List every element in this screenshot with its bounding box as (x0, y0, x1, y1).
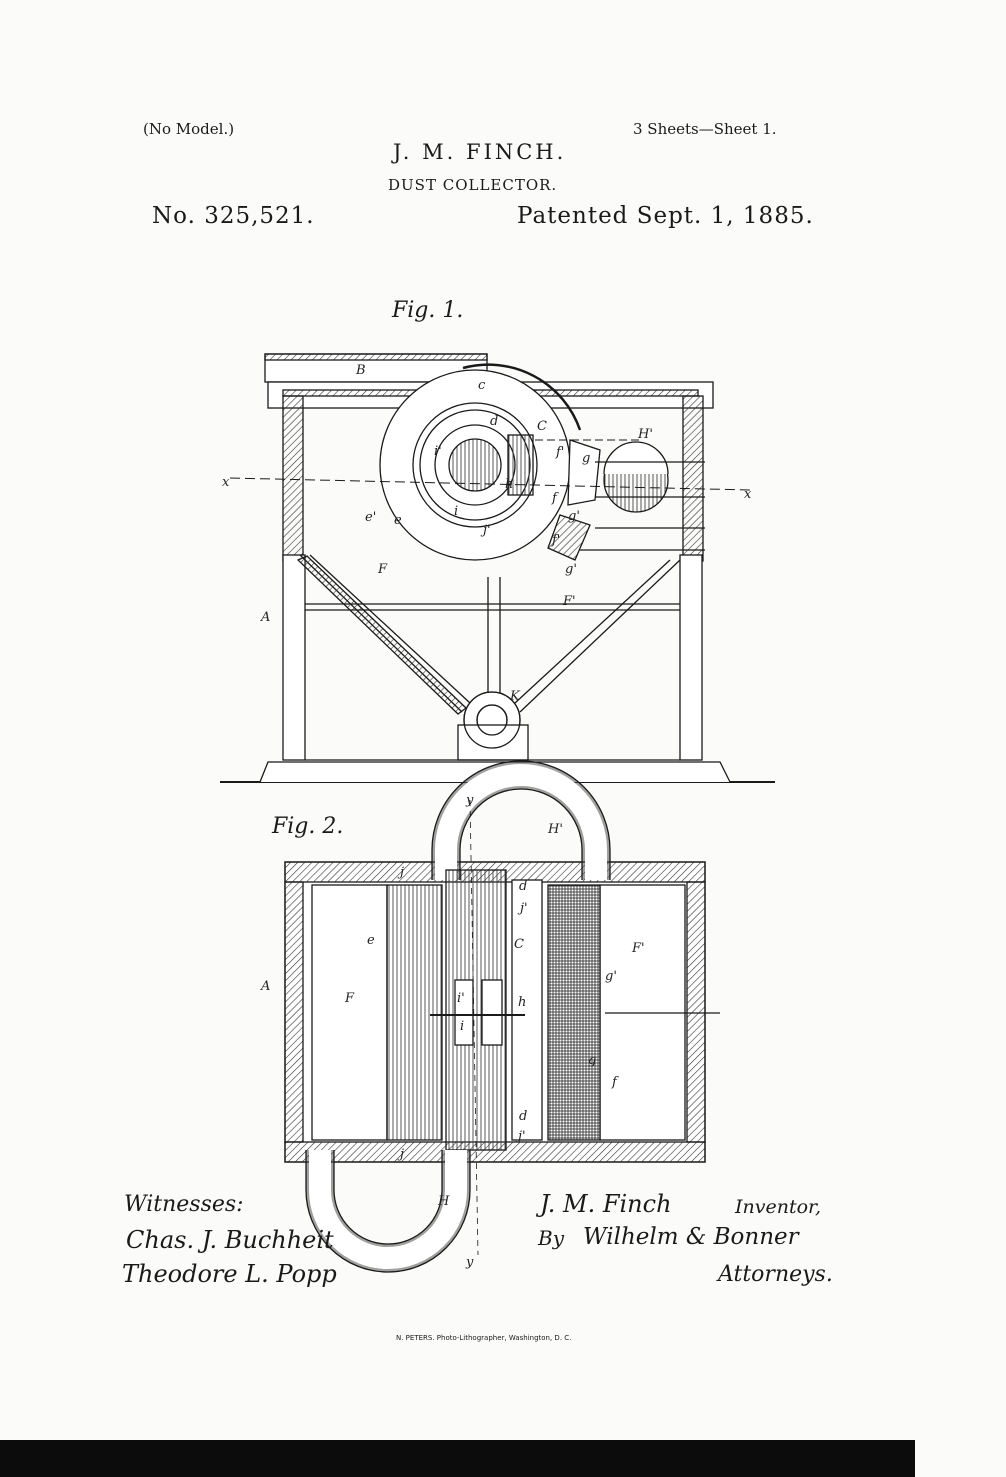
callout-j-bottom: j (397, 1147, 404, 1162)
callout-i-prime-2: i' (457, 991, 465, 1006)
witness-signature-2: Theodore L. Popp (122, 1260, 337, 1288)
callout-g-prime-3: g' (605, 969, 617, 984)
figure-2-callouts: y H' j d j' e C F' g' A F i' h i g f d j… (260, 793, 645, 1270)
figure-1-label: Fig. 1. (392, 298, 464, 323)
callout-A: A (260, 610, 270, 625)
callout-d-top: d (519, 879, 527, 894)
callout-y-bottom: y (465, 1255, 474, 1270)
scan-edge-bar (0, 1440, 915, 1477)
patent-number: No. 325,521. (152, 203, 315, 229)
witnesses-label: Witnesses: (124, 1192, 244, 1217)
callout-h-2: h (518, 995, 526, 1010)
inventor-signature: J. M. Finch (540, 1190, 672, 1218)
callout-d: d (490, 414, 498, 429)
callout-H-prime: H' (637, 427, 653, 442)
callout-H: H (437, 1194, 450, 1209)
callout-h: h (505, 477, 513, 492)
callout-F: F (377, 562, 388, 577)
no-model-note: (No Model.) (143, 120, 235, 138)
callout-c: c (478, 378, 486, 393)
callout-F-2: F (344, 991, 355, 1006)
callout-y-top: y (465, 793, 474, 808)
callout-i-prime: i' (434, 444, 442, 459)
callout-f-2: f (611, 1075, 619, 1090)
callout-g-prime-2: g' (565, 562, 577, 577)
witness-signature-1: Chas. J. Buchheit (126, 1226, 334, 1254)
callout-B: B (355, 363, 366, 378)
figure-2-label: Fig. 2. (272, 814, 344, 839)
callout-j-prime-bottom: j' (515, 1129, 526, 1144)
callout-j: j' (480, 523, 491, 538)
patent-date: Patented Sept. 1, 1885. (517, 203, 814, 229)
callout-d-bottom: d (519, 1109, 527, 1124)
callout-g-2: g (588, 1053, 596, 1068)
callout-e: e (394, 513, 402, 528)
callout-A-2: A (260, 979, 270, 994)
callout-g-prime: g' (568, 509, 580, 524)
callout-F-prime: F' (562, 594, 576, 609)
invention-title: DUST COLLECTOR. (388, 176, 558, 194)
callout-e-2: e (367, 933, 375, 948)
callout-f-prime: f' (555, 445, 564, 460)
figure-2-drawing (284, 760, 720, 1273)
callout-j-prime-top: j' (517, 901, 528, 916)
callout-H-prime-2: H' (547, 822, 563, 837)
attorney-signature: Wilhelm & Bonner (583, 1224, 799, 1250)
attorneys-label: Attorneys. (718, 1262, 833, 1287)
figure-1-callouts: B c C d H' i' h f' g x x f g' e' e i j' … (222, 363, 752, 704)
callout-j-top-left: j (397, 865, 404, 880)
callout-f-prime-2: f' (551, 533, 560, 548)
callout-C: C (537, 419, 547, 434)
callout-F-prime-2: F' (631, 941, 645, 956)
sheet-count: 3 Sheets—Sheet 1. (633, 120, 777, 138)
by-label: By (538, 1226, 564, 1250)
lithographer-credit: N. PETERS. Photo-Lithographer, Washingto… (396, 1334, 572, 1342)
inventor-label: Inventor, (735, 1196, 822, 1218)
callout-f: f (551, 491, 559, 506)
callout-x-left: x (222, 475, 230, 490)
inventor-name: J. M. FINCH. (393, 140, 567, 164)
callout-i-2: i (460, 1019, 464, 1034)
callout-i: i (454, 504, 458, 519)
callout-C-2: C (514, 937, 524, 952)
callout-g: g (582, 451, 590, 466)
callout-e-prime: e' (365, 510, 376, 525)
callout-K: K (509, 689, 521, 704)
callout-x-right: x (744, 487, 752, 502)
